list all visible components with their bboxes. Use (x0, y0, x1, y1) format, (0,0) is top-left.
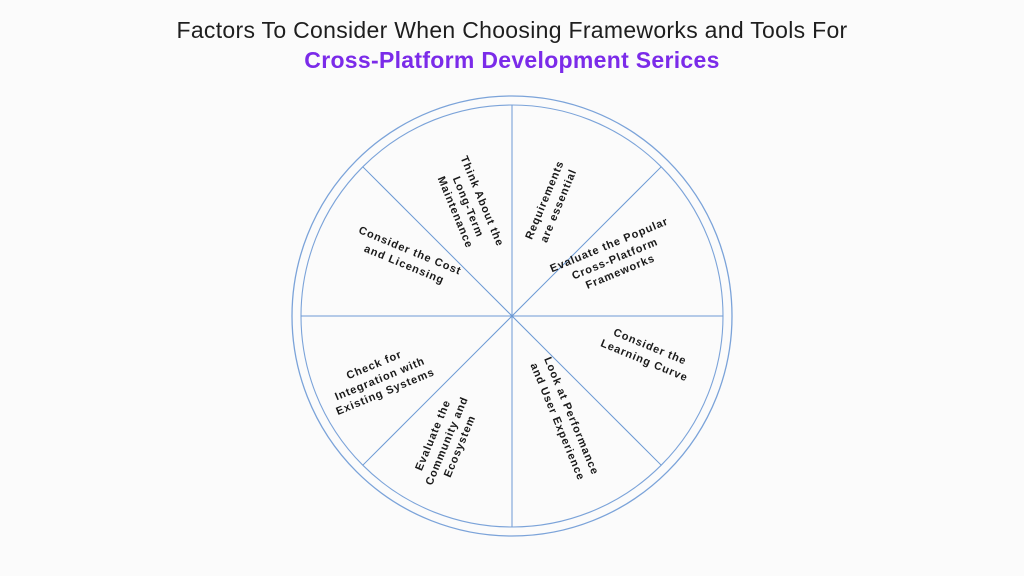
divider-line-diagonal-nesw (362, 166, 662, 466)
wheel-outer-ring (291, 95, 733, 537)
title-line-2: Cross-Platform Development Serices (304, 47, 720, 73)
title-line-1: Factors To Consider When Choosing Framew… (176, 17, 848, 43)
title-block: Factors To Consider When Choosing Framew… (0, 17, 1024, 74)
